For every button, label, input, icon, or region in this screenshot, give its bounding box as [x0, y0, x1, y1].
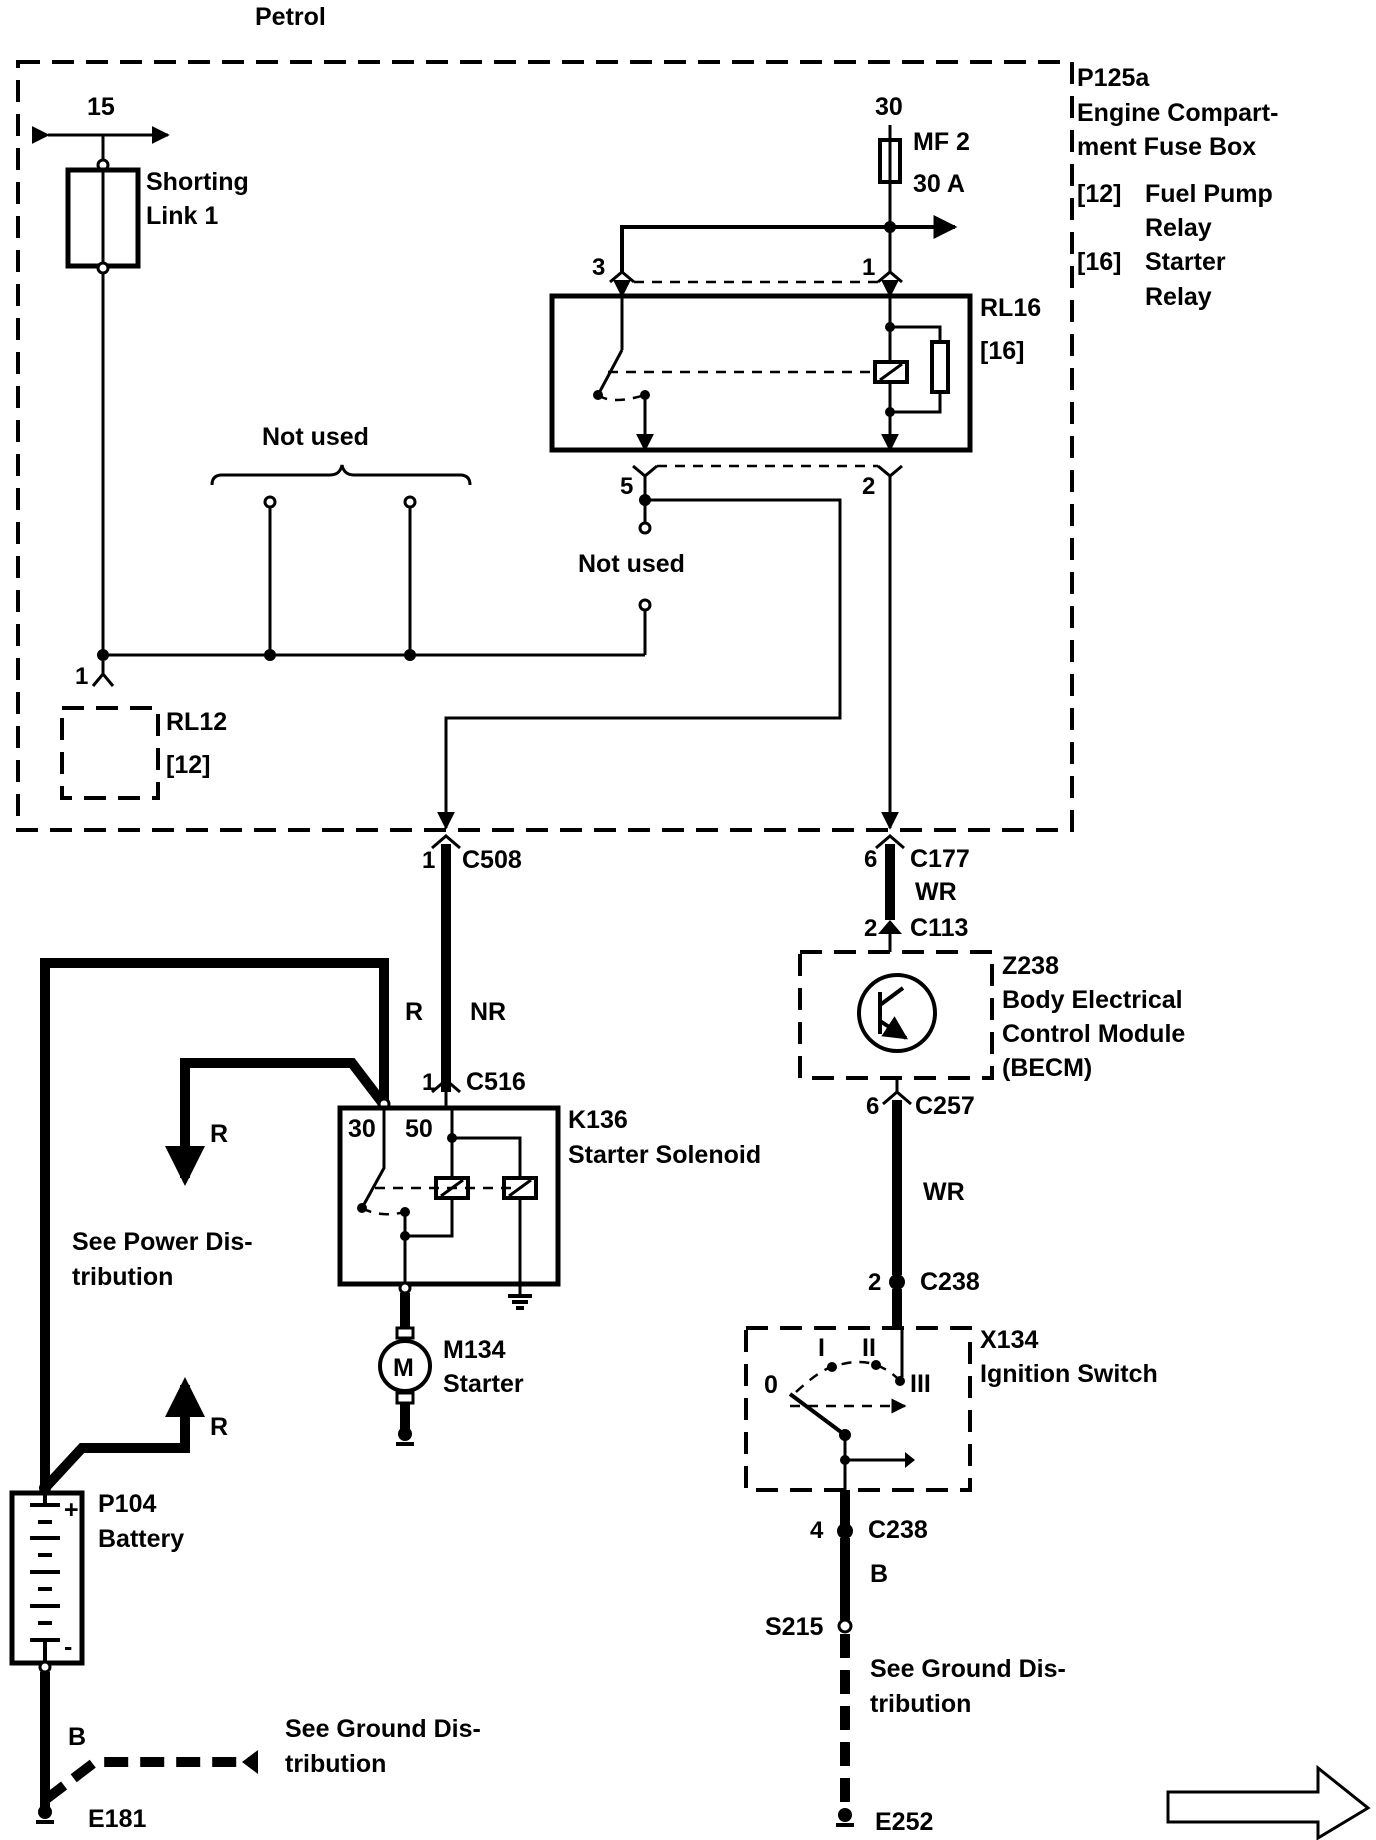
wire-nr: NR [470, 998, 506, 1026]
svg-text:30: 30 [348, 1115, 376, 1143]
rl16-label: RL16 [980, 294, 1041, 322]
not-used-label-1: Not used [262, 423, 369, 451]
svg-text:[16]: [16] [1077, 248, 1121, 276]
svg-text:6: 6 [864, 846, 877, 873]
svg-text:2: 2 [862, 473, 875, 500]
wire-wr-1: WR [915, 878, 957, 906]
ground-e252-icon [836, 1808, 854, 1827]
connector-c257: C257 [915, 1092, 975, 1120]
solenoid-ref: K136 [568, 1106, 628, 1134]
svg-text:II: II [862, 1334, 876, 1362]
becm-module [798, 950, 994, 1080]
svg-text:6: 6 [866, 1093, 879, 1120]
svg-text:Control Module: Control Module [1002, 1020, 1185, 1048]
rl16-relay [549, 293, 973, 453]
ground-e181: E181 [88, 1805, 146, 1833]
svg-text:4: 4 [810, 1517, 824, 1544]
svg-text:5: 5 [620, 473, 633, 500]
wire-wr-2: WR [923, 1178, 965, 1206]
svg-text:Fuel Pump: Fuel Pump [1145, 180, 1273, 208]
splice-s215: S215 [765, 1613, 823, 1641]
svg-text:1: 1 [422, 847, 435, 874]
ground-dist-ref-left: See Ground Dis- [285, 1715, 481, 1743]
starter-motor-icon: M [378, 1339, 432, 1393]
svg-text:(BECM): (BECM) [1002, 1054, 1092, 1082]
svg-text:30 A: 30 A [913, 170, 965, 198]
svg-text:0: 0 [764, 1371, 778, 1399]
wire-b-1: B [68, 1723, 86, 1751]
svg-text:M: M [393, 1354, 414, 1382]
svg-text:Starter: Starter [1145, 248, 1226, 276]
svg-text:III: III [910, 1370, 931, 1398]
connector-c238-b: C238 [868, 1516, 928, 1544]
battery-ref: P104 [98, 1490, 156, 1518]
svg-text:ment Fuse Box: ment Fuse Box [1077, 133, 1256, 161]
fuse-name: MF 2 [913, 128, 970, 156]
battery-name: Battery [98, 1525, 184, 1553]
ignition-name: Ignition Switch [980, 1360, 1158, 1388]
becm-ref: Z238 [1002, 952, 1059, 980]
wire-b-2: B [870, 1560, 888, 1588]
svg-text:3: 3 [592, 254, 605, 281]
shorting-link-label: Shorting [146, 168, 249, 196]
rl12-label: RL12 [166, 708, 227, 736]
svg-text:1: 1 [862, 254, 875, 281]
svg-text:1: 1 [422, 1069, 435, 1096]
ignition-ref: X134 [980, 1326, 1038, 1354]
not-used-brace [210, 464, 472, 486]
connector-c508: C508 [462, 846, 522, 874]
connector-c238-a: C238 [920, 1268, 980, 1296]
svg-text:tribution: tribution [72, 1263, 173, 1291]
solenoid-ground-icon [508, 1294, 532, 1310]
solenoid-name: Starter Solenoid [568, 1141, 761, 1169]
connector-c177: C177 [910, 845, 970, 873]
k136-starter-solenoid [337, 1105, 561, 1287]
wire-r-3: R [210, 1413, 228, 1441]
svg-text:Engine Compart-: Engine Compart- [1077, 99, 1278, 127]
svg-text:2: 2 [864, 915, 877, 942]
svg-text:tribution: tribution [285, 1750, 386, 1778]
ground-dist-ref-right: See Ground Dis- [870, 1655, 1066, 1683]
starter-name: Starter [443, 1370, 524, 1398]
connector-c113: C113 [910, 914, 968, 942]
power-dist-ref: See Power Dis- [72, 1228, 253, 1256]
svg-text:2: 2 [868, 1269, 881, 1296]
becm-name: Body Electrical [1002, 986, 1183, 1014]
svg-text:50: 50 [405, 1115, 433, 1143]
svg-text:Relay: Relay [1145, 214, 1212, 242]
svg-text:-: - [64, 1633, 72, 1661]
svg-text:P125a: P125a [1077, 64, 1150, 92]
svg-text:[12]: [12] [1077, 180, 1121, 208]
rl12-relay [60, 706, 160, 800]
wire-r-2: R [210, 1120, 228, 1148]
ignition-switch [744, 1326, 972, 1492]
svg-text:[12]: [12] [166, 751, 210, 779]
battery-cells-icon [30, 1493, 60, 1663]
fuse-box-outline [16, 60, 1074, 832]
starter-ground-icon [396, 1427, 414, 1446]
ground-e181-icon [36, 1805, 54, 1824]
svg-text:[16]: [16] [980, 337, 1024, 365]
not-used-label-2: Not used [578, 550, 685, 578]
arrow-right-outline-icon[interactable] [1166, 1764, 1371, 1840]
wire-r-1: R [405, 998, 423, 1026]
starter-ref: M134 [443, 1336, 506, 1364]
connector-c516: C516 [466, 1068, 526, 1096]
ground-e252: E252 [875, 1808, 933, 1836]
transistor-icon [857, 973, 937, 1053]
svg-text:Relay: Relay [1145, 283, 1212, 311]
svg-text:Link 1: Link 1 [146, 202, 218, 230]
terminal-30-label: 30 [875, 93, 903, 121]
fuse-box-label: P125a Engine Compart- ment Fuse Box [12]… [1077, 64, 1278, 311]
page-title: Petrol [255, 3, 326, 31]
svg-text:+: + [64, 1496, 79, 1524]
svg-text:tribution: tribution [870, 1690, 971, 1718]
svg-text:1: 1 [75, 663, 88, 690]
terminal-15-label: 15 [87, 93, 115, 121]
svg-text:I: I [818, 1334, 825, 1362]
